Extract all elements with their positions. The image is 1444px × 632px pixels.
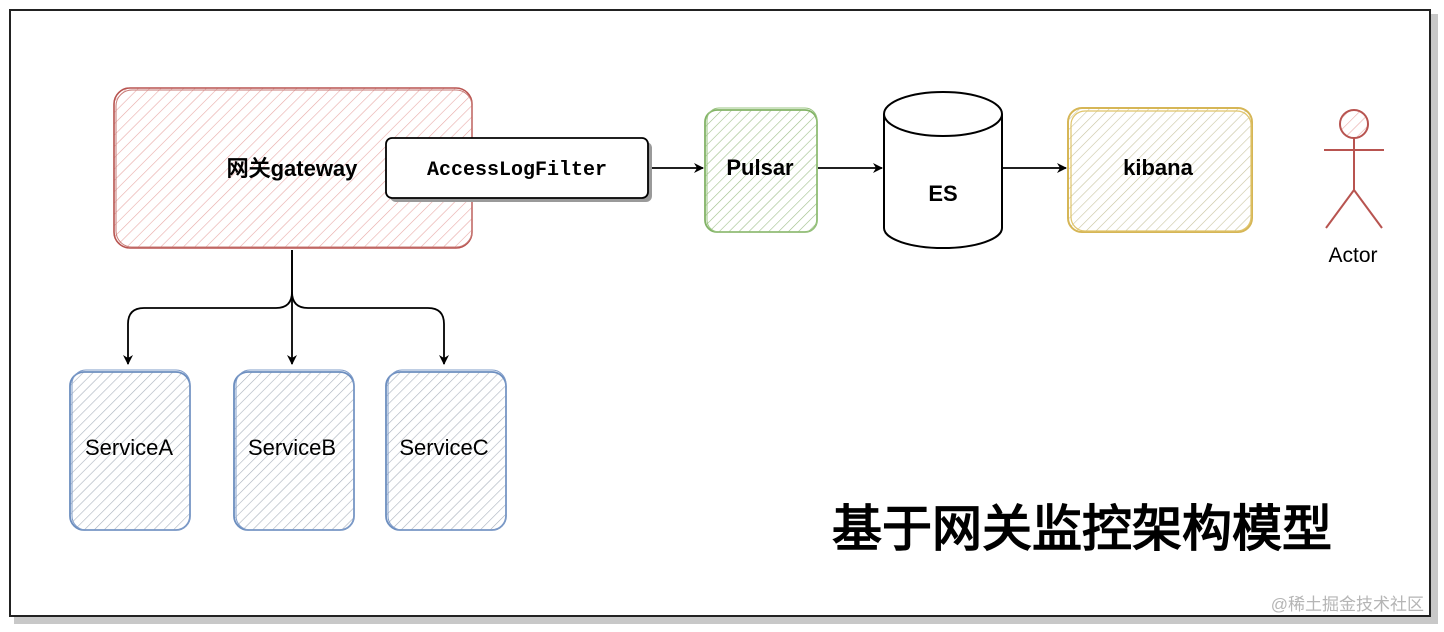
actor-figure <box>1324 109 1384 229</box>
service-c-label: ServiceC <box>399 435 488 460</box>
kibana-node: kibana <box>1067 107 1253 233</box>
actor-right-leg <box>1353 189 1383 229</box>
filter-label: AccessLogFilter <box>427 159 607 182</box>
es-node: ES <box>883 91 1003 249</box>
filter-node: AccessLogFilter <box>385 137 652 202</box>
pulsar-node: Pulsar <box>704 107 818 233</box>
actor-label: Actor <box>1328 244 1377 267</box>
actor-head <box>1339 109 1369 139</box>
kibana-label: kibana <box>1123 155 1193 180</box>
gateway-to-services-connectors <box>123 250 449 365</box>
watermark: @稀土掘金技术社区 <box>1271 595 1424 614</box>
service-b-node: ServiceB <box>233 369 355 531</box>
es-label: ES <box>928 181 957 206</box>
gateway-node: 网关gateway <box>113 87 473 249</box>
gateway-label: 网关gateway <box>227 156 359 181</box>
actor-left-leg <box>1325 189 1355 229</box>
service-b-label: ServiceB <box>248 435 336 460</box>
arrow-to-service-c <box>291 291 449 365</box>
diagram-title: 基于网关监控架构模型 <box>832 501 1332 557</box>
pulsar-label: Pulsar <box>726 155 794 180</box>
service-a-node: ServiceA <box>69 369 191 531</box>
service-a-label: ServiceA <box>85 435 173 460</box>
service-c-node: ServiceC <box>385 369 507 531</box>
